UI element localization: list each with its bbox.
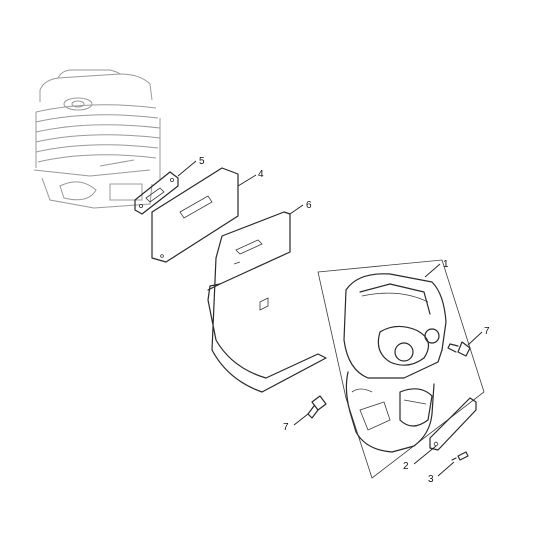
callout-5: 5 — [199, 156, 205, 167]
callout-3: 3 — [428, 474, 434, 485]
part-2-deflector — [429, 397, 477, 451]
part-3-screw — [451, 451, 469, 461]
part-4-plate — [151, 167, 239, 263]
callout-4: 4 — [258, 169, 264, 180]
part-1-muffler-frame — [317, 259, 485, 479]
part-6-heat-shield — [207, 211, 327, 393]
callout-2: 2 — [403, 461, 409, 472]
leader-lines — [177, 160, 483, 477]
callout-7-right: 7 — [484, 326, 490, 337]
part-7-bolt-left — [307, 395, 327, 419]
engine-cylinder — [33, 69, 161, 209]
part-1-muffler — [343, 273, 447, 453]
part-5-gasket — [134, 171, 179, 215]
callout-1: 1 — [443, 259, 449, 270]
callout-6: 6 — [306, 200, 312, 211]
callout-7-left: 7 — [283, 422, 289, 433]
part-7-bolt-right — [447, 341, 471, 357]
